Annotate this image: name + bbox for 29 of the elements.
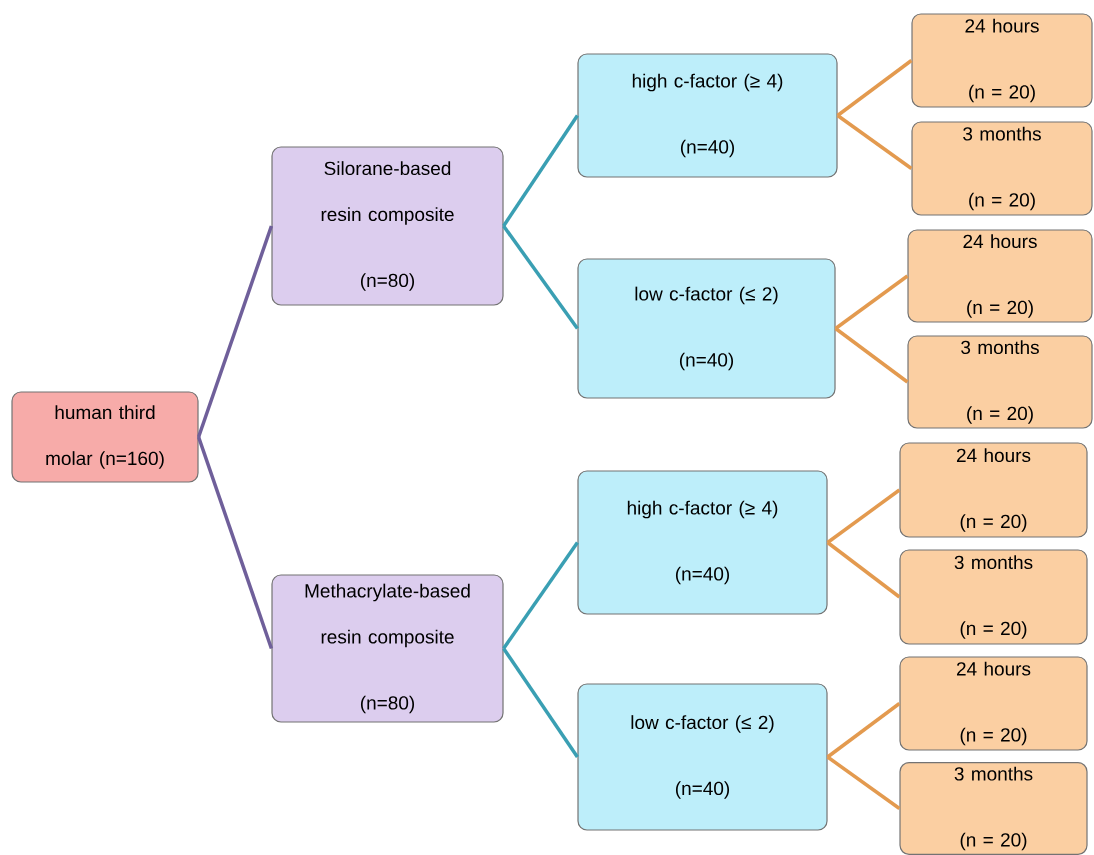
- connector-line: [502, 114, 579, 227]
- connector-line: [826, 702, 901, 759]
- connector-line: [502, 647, 579, 758]
- timepoint-box: 3 months (n = 20): [911, 121, 1093, 216]
- subgroup-box: high c-factor (≥ 4) (n=40): [577, 470, 828, 615]
- subgroup-box: high c-factor (≥ 4) (n=40): [577, 53, 838, 178]
- timepoint-box: 3 months (n = 20): [899, 549, 1088, 645]
- connector-line: [834, 274, 909, 330]
- subgroup-box: low c-factor (≤ 2) (n=40): [577, 683, 828, 831]
- connector-line: [196, 436, 274, 650]
- timepoint-box: 24 hours (n = 20): [899, 656, 1088, 751]
- connector-line: [834, 327, 909, 384]
- timepoint-box: 24 hours (n = 20): [907, 229, 1093, 323]
- root-box: human third molar (n=160): [11, 391, 199, 483]
- timepoint-box: 3 months (n = 20): [907, 335, 1093, 429]
- connector-line: [836, 59, 913, 117]
- connector-line: [502, 541, 579, 650]
- connector-line: [502, 225, 579, 330]
- connector-line: [196, 225, 274, 438]
- group-box: Silorane-based resin composite (n=80): [271, 146, 504, 306]
- connector-line: [826, 541, 901, 599]
- connector-line: [826, 488, 901, 544]
- connector-line: [836, 114, 913, 170]
- timepoint-box: 3 months (n = 20): [899, 762, 1088, 855]
- timepoint-box: 24 hours (n = 20): [899, 442, 1088, 538]
- connector-line: [826, 755, 901, 810]
- timepoint-box: 24 hours (n = 20): [911, 13, 1093, 108]
- subgroup-box: low c-factor (≤ 2) (n=40): [577, 258, 836, 399]
- group-box: Methacrylate-based resin composite (n=80): [271, 574, 504, 723]
